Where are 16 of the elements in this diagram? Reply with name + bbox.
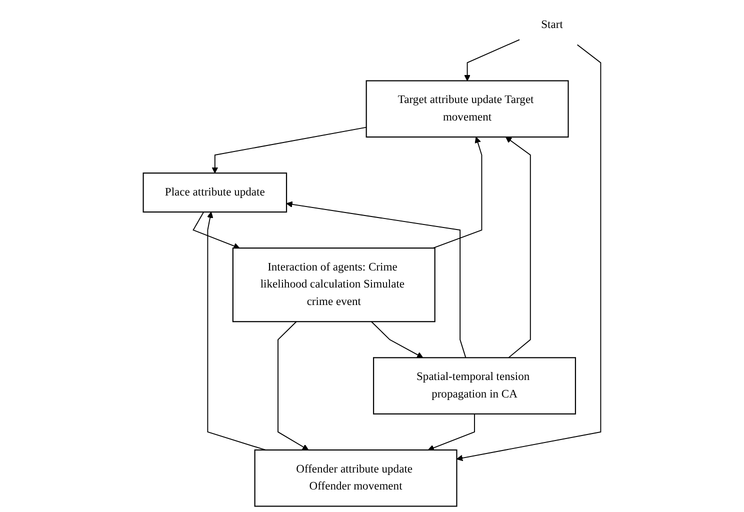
arrow bbox=[464, 39, 520, 82]
arrow bbox=[428, 413, 475, 451]
node-box: Interaction of agents: Crime likelihood calculation Simulate crime event bbox=[232, 248, 436, 322]
arrow bbox=[286, 201, 466, 358]
node-box: Place attribute update bbox=[142, 172, 288, 213]
arrow bbox=[212, 126, 367, 174]
node-box: Offender attribute update Offender movement bbox=[254, 449, 458, 507]
node-box: Spatial-temporal tension propagation in CA bbox=[373, 357, 576, 414]
node-text: Start bbox=[541, 18, 563, 32]
arrow bbox=[370, 321, 424, 358]
arrow bbox=[278, 321, 309, 450]
node-box: Target attribute update Target movement bbox=[366, 80, 569, 138]
arrow bbox=[432, 136, 482, 249]
arrow bbox=[192, 212, 240, 249]
arrow bbox=[505, 136, 531, 358]
arrow bbox=[456, 44, 602, 462]
